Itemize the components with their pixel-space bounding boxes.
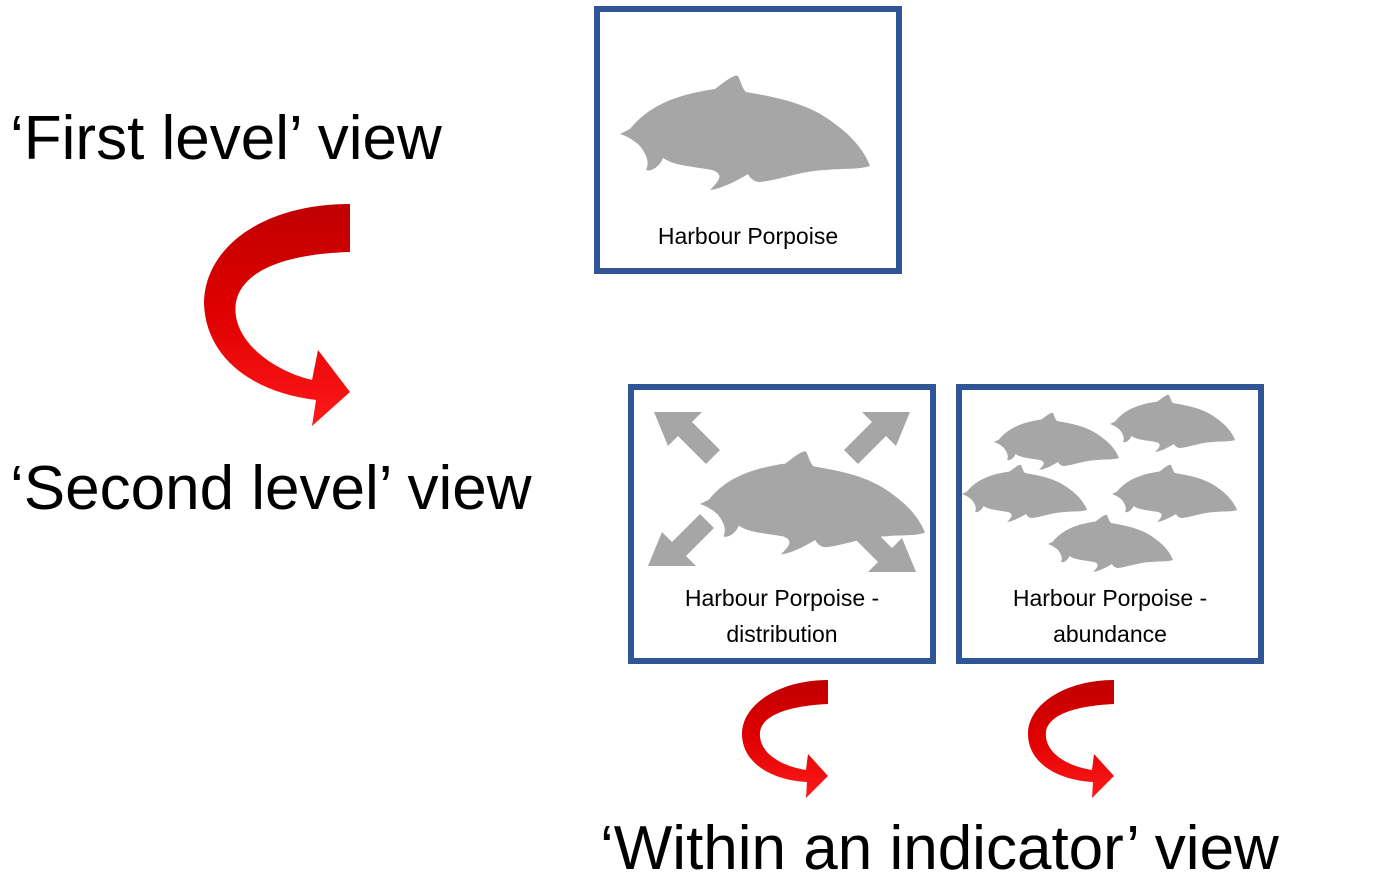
panel-caption-line2: abundance <box>1053 621 1167 647</box>
porpoise-silhouette <box>620 75 870 190</box>
second-level-label: ‘Second level’ view <box>10 454 532 523</box>
porpoise-with-arrows-icon <box>648 412 925 572</box>
panel-caption-line1: Harbour Porpoise - <box>1012 585 1208 611</box>
arrow-up-right-icon <box>844 412 910 464</box>
panel-abundance[interactable]: Harbour Porpoise - abundance <box>956 384 1264 664</box>
curved-arrow-small-left-icon <box>742 680 828 798</box>
panel-caption: Harbour Porpoise <box>657 223 839 249</box>
curved-arrow-large-icon <box>204 204 350 426</box>
panel-caption-line1: Harbour Porpoise - <box>684 585 880 611</box>
porpoise-icon <box>620 75 870 190</box>
arrow-up-left-icon <box>654 412 720 464</box>
within-indicator-label: ‘Within an indicator’ view <box>600 814 1279 883</box>
arrow-down-left-icon <box>648 514 714 566</box>
arrow-down-right-icon <box>850 520 916 572</box>
panel-caption-line2: distribution <box>726 621 838 647</box>
panel-distribution[interactable]: Harbour Porpoise - distribution <box>628 384 936 664</box>
curved-arrow-small-right-icon <box>1028 680 1114 798</box>
first-level-label: ‘First level’ view <box>10 104 442 173</box>
panel-harbour-porpoise[interactable]: Harbour Porpoise <box>594 6 902 274</box>
